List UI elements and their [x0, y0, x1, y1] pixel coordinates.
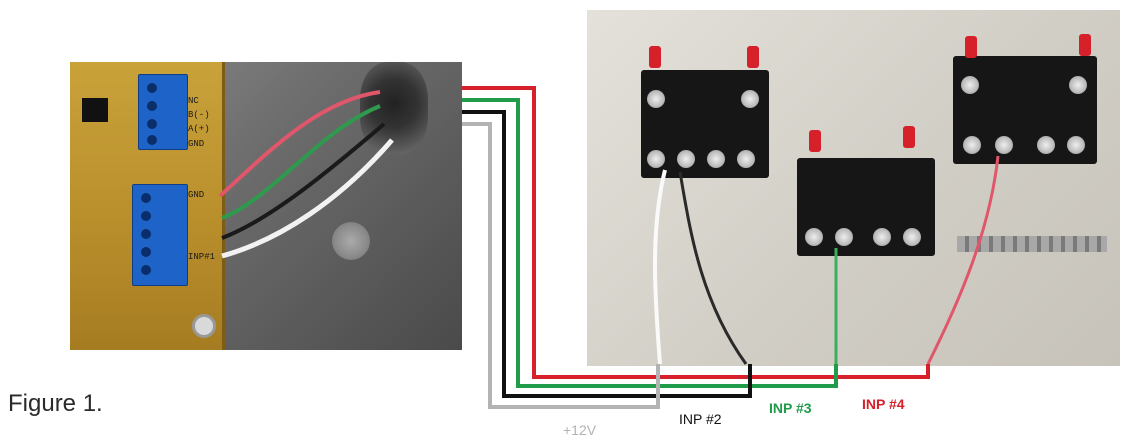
input-terminal-block	[132, 184, 188, 286]
ic-chip	[82, 98, 108, 122]
terminal-screw	[141, 247, 151, 257]
relay-enclosure-photo	[587, 10, 1120, 366]
enclosure-standoff	[332, 222, 370, 260]
relay-screw	[835, 228, 853, 246]
relay-screw	[873, 228, 891, 246]
wire-label-inp2: INP #2	[679, 411, 722, 427]
route-wire-12v	[462, 122, 660, 409]
terminal-screw	[141, 211, 151, 221]
photo-wire-white-relay	[653, 169, 667, 365]
photo-wire-red	[218, 90, 381, 198]
terminal-screw	[141, 265, 151, 275]
figure-caption: Figure 1.	[8, 390, 103, 417]
wire-label-inp3: INP #3	[769, 400, 812, 416]
photo-wire-green	[221, 104, 381, 220]
relay-screw	[677, 150, 695, 168]
red-spade-lug	[747, 46, 759, 68]
terminal-screw	[147, 101, 157, 111]
relay-screw	[995, 136, 1013, 154]
red-spade-lug	[965, 36, 977, 58]
ground-bus-bar	[957, 236, 1107, 252]
terminal-screw	[147, 83, 157, 93]
red-spade-lug	[903, 126, 915, 148]
relay-screw	[647, 90, 665, 108]
relay-module	[641, 70, 769, 178]
pcb-label-inp1: INP#1	[188, 252, 216, 262]
mounting-nut	[192, 314, 216, 338]
terminal-screw	[141, 229, 151, 239]
route-wire-inp2	[462, 110, 752, 398]
relay-screw	[903, 228, 921, 246]
terminal-screw	[147, 135, 157, 145]
relay-module	[797, 158, 935, 256]
relay-module	[953, 56, 1097, 164]
relay-screw	[741, 90, 759, 108]
red-spade-lug	[1079, 34, 1091, 56]
pcb-label-gnd-bottom: GND	[188, 190, 205, 200]
relay-screw	[647, 150, 665, 168]
pcb-label-nc: NC	[188, 96, 199, 106]
red-spade-lug	[809, 130, 821, 152]
pcb-label-b: B(-)	[188, 110, 210, 120]
route-wire-inp3	[462, 98, 838, 388]
rs485-terminal-block	[138, 74, 188, 150]
relay-screw	[963, 136, 981, 154]
terminal-screw	[141, 193, 151, 203]
relay-screw	[1037, 136, 1055, 154]
photo-wire-black	[221, 122, 386, 240]
photo-wire-black-relay	[678, 171, 748, 365]
pcb-label-gnd-top: GND	[188, 139, 205, 149]
relay-screw	[805, 228, 823, 246]
wire-label-12v: +12V	[563, 422, 597, 438]
relay-screw	[961, 76, 979, 94]
relay-screw	[1069, 76, 1087, 94]
terminal-screw	[147, 119, 157, 129]
controller-board-photo: NC B(-) A(+) GND GND INP#1	[70, 62, 462, 350]
photo-wire-red-relay	[926, 155, 1000, 365]
red-spade-lug	[649, 46, 661, 68]
pcb-label-a: A(+)	[188, 124, 210, 134]
relay-screw	[737, 150, 755, 168]
photo-wire-white	[221, 138, 394, 259]
wire-label-inp4: INP #4	[862, 396, 905, 412]
relay-screw	[1067, 136, 1085, 154]
relay-screw	[707, 150, 725, 168]
pcb-board: NC B(-) A(+) GND GND INP#1	[70, 62, 225, 350]
route-wire-inp4	[462, 86, 930, 379]
